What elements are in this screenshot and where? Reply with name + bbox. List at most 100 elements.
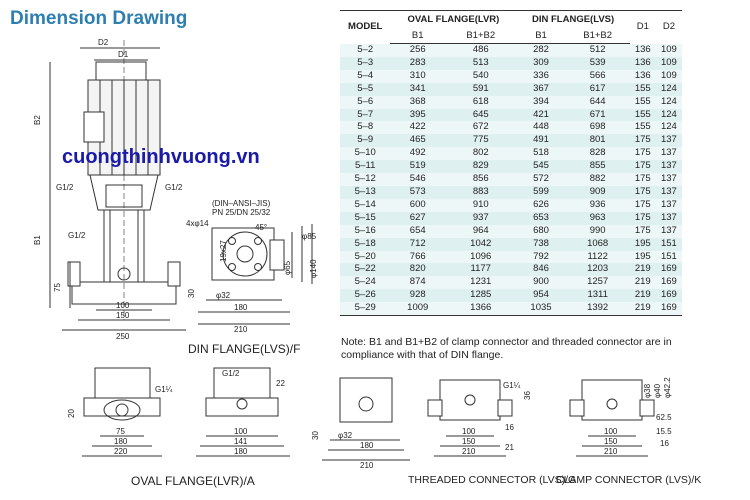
table-cell: 5–7 — [357, 108, 374, 120]
table-cell: 1366 — [445, 302, 517, 317]
table-cell: 219 — [634, 263, 651, 275]
oval-flange-drawings — [82, 367, 290, 457]
table-cell: 672 — [472, 121, 489, 133]
table-cell: 883 — [472, 185, 489, 197]
dim-clamp-100: 100 — [604, 427, 618, 436]
table-cell: 626 — [533, 198, 549, 210]
label-19x27: 19x27 — [219, 240, 228, 262]
table-cell: 712 — [409, 237, 426, 249]
table-cell: 963 — [589, 211, 606, 223]
label-phi85: φ85 — [302, 232, 317, 241]
table-cell: 5–15 — [354, 211, 376, 223]
table-cell: 282 — [533, 44, 549, 55]
table-cell: 566 — [589, 69, 606, 81]
table-cell: 492 — [409, 147, 426, 159]
table-cell: 155 — [634, 95, 651, 107]
table-cell: 1096 — [470, 250, 492, 262]
caption-din-flange: DIN FLANGE(LVS)/F — [188, 342, 301, 356]
table-cell: 829 — [472, 160, 489, 172]
dim-141: 141 — [234, 437, 248, 446]
table-cell: 820 — [409, 263, 426, 275]
table-cell: 155 — [634, 121, 651, 133]
table-cell: 368 — [409, 95, 426, 107]
label-angle: 45° — [255, 223, 267, 232]
table-cell: 618 — [472, 95, 489, 107]
table-cell: 341 — [409, 82, 426, 94]
table-cell: 627 — [409, 211, 426, 223]
table-cell: 954 — [533, 289, 549, 301]
table-cell: 680 — [533, 224, 549, 236]
table-cell: 910 — [472, 198, 489, 210]
table-cell: 792 — [533, 250, 549, 262]
table-cell: 195 — [634, 237, 651, 249]
table-cell: 802 — [472, 147, 489, 159]
table-cell: 1203 — [587, 263, 609, 275]
table-cell: 175 — [634, 185, 651, 197]
label-din-std: (DIN–ANSI–JIS) — [212, 199, 271, 208]
table-cell: 5–26 — [354, 289, 376, 301]
dim-clamp-16: 16 — [660, 439, 669, 448]
table-cell: 539 — [589, 56, 606, 68]
table-cell: 518 — [533, 147, 549, 159]
table-cell: 5–18 — [354, 237, 376, 249]
dim-b1: B1 — [33, 235, 42, 245]
label-thr-phi32: φ32 — [338, 431, 353, 440]
dim-21: 21 — [505, 443, 514, 452]
table-cell: 5–2 — [357, 43, 374, 55]
label-phi422: φ42.2 — [663, 377, 672, 398]
table-cell: 5–11 — [354, 160, 376, 172]
table-cell: 395 — [409, 108, 426, 120]
table-cell: 1257 — [587, 276, 609, 288]
table-cell: 5–20 — [354, 250, 376, 262]
table-cell: 283 — [409, 56, 426, 68]
dim-thr-150: 150 — [462, 437, 476, 446]
dimension-table: MODEL OVAL FLANGE(LVR) DIN FLANGE(LVS) D… — [340, 10, 682, 317]
col-header-model: MODEL — [340, 10, 391, 44]
watermark-text: cuongthinhvuong.vn — [62, 146, 260, 168]
subheader-b1b2-din: B1+B2 — [565, 29, 630, 44]
table-cell: 1392 — [565, 302, 630, 317]
table-cell: 421 — [533, 108, 549, 120]
table-cell: 124 — [660, 95, 677, 107]
table-cell: 169 — [660, 276, 677, 288]
table-cell: 256 — [409, 44, 426, 55]
table-cell: 513 — [472, 56, 489, 68]
col-header-oval: OVAL FLANGE(LVR) — [390, 10, 517, 29]
dim-thr-210b: 210 — [462, 447, 476, 456]
dim-clamp-210: 210 — [604, 447, 618, 456]
table-cell: 219 — [629, 302, 656, 317]
table-cell: 5–16 — [354, 224, 376, 236]
table-cell: 644 — [589, 95, 606, 107]
table-cell: 137 — [660, 173, 677, 185]
label-g12-oval: G1/2 — [222, 369, 240, 378]
page-title: Dimension Drawing — [10, 8, 188, 29]
table-cell: 846 — [533, 263, 549, 275]
table-cell: 394 — [533, 95, 549, 107]
table-cell: 5–24 — [354, 276, 376, 288]
table-cell: 465 — [409, 134, 426, 146]
dim-thr-100: 100 — [462, 427, 476, 436]
table-cell: 5–29 — [340, 302, 391, 317]
table-cell: 874 — [409, 276, 426, 288]
table-cell: 545 — [533, 160, 549, 172]
table-cell: 599 — [533, 185, 549, 197]
col-header-d2: D2 — [655, 10, 682, 44]
table-cell: 5–9 — [357, 134, 374, 146]
table-cell: 990 — [589, 224, 606, 236]
label-phi140: φ140 — [309, 259, 318, 278]
table-cell: 486 — [472, 44, 489, 55]
table-cell: 1231 — [470, 276, 492, 288]
label-holes: 4xφ14 — [186, 219, 209, 228]
table-cell: 137 — [660, 160, 677, 172]
table-cell: 519 — [409, 160, 426, 172]
